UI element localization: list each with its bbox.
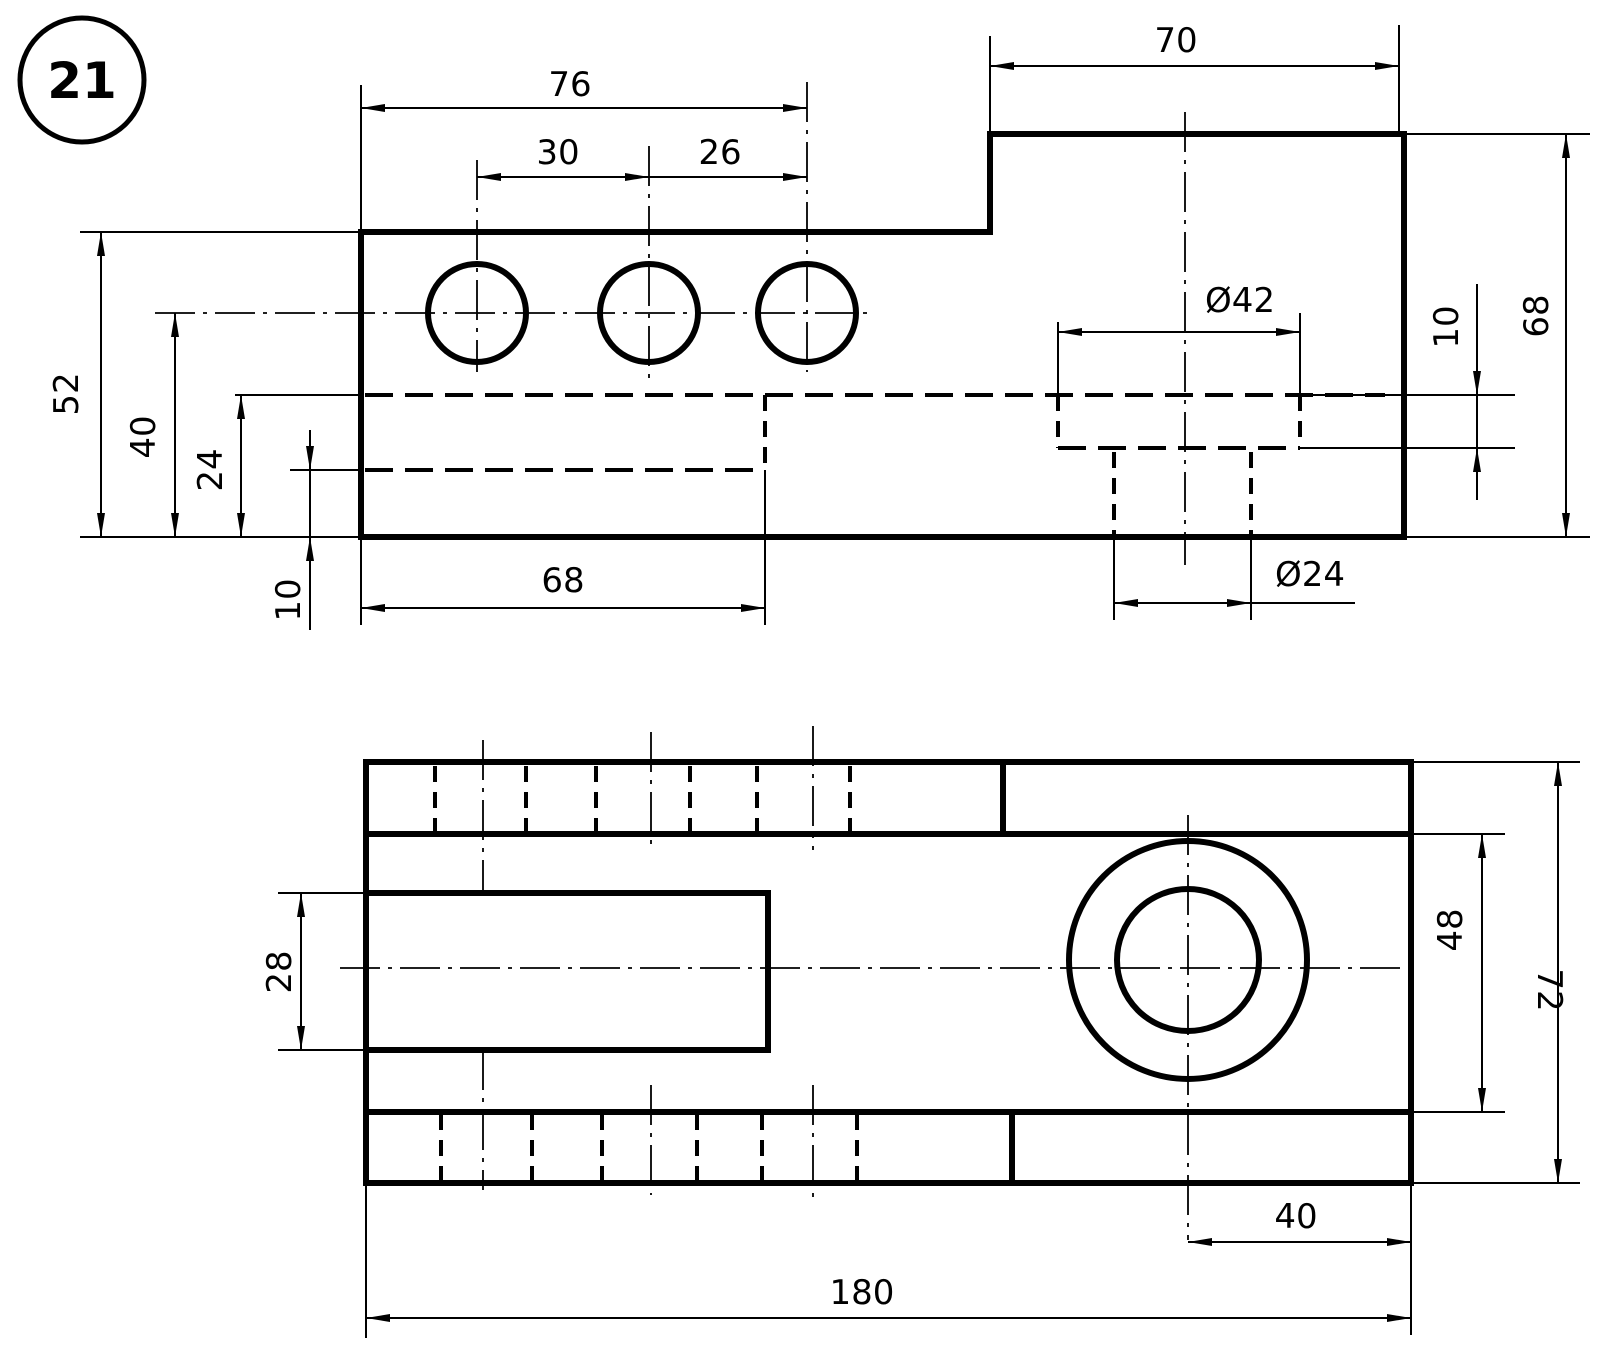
svg-text:52: 52	[47, 372, 87, 415]
dim-left-height: 52	[47, 232, 105, 537]
svg-text:24: 24	[191, 448, 231, 491]
dim-slot-width: 28	[260, 892, 366, 1051]
dim-overall-holes: 76	[360, 65, 807, 232]
dim-raised-width: 70	[989, 21, 1400, 134]
dim-inner-width: 48	[1411, 833, 1505, 1113]
top-view-outline	[363, 759, 1414, 1186]
front-view: 70 76 30 26 52 40	[47, 21, 1590, 630]
svg-text:Ø42: Ø42	[1205, 281, 1275, 321]
svg-text:180: 180	[830, 1273, 895, 1313]
svg-text:26: 26	[698, 133, 741, 173]
svg-text:28: 28	[260, 950, 300, 993]
dim-slot-height: 10	[269, 430, 314, 630]
top-view: 28 48 72 40 180	[260, 726, 1580, 1338]
dim-total-width: 72	[1411, 761, 1580, 1184]
svg-text:68: 68	[1517, 294, 1557, 337]
svg-text:72: 72	[1529, 968, 1569, 1011]
dim-bore-diameter: Ø24	[1113, 537, 1355, 620]
svg-text:48: 48	[1431, 908, 1471, 951]
figure-number-badge: 21	[17, 15, 147, 145]
dim-step-height: 24	[191, 395, 245, 537]
svg-text:40: 40	[124, 415, 164, 458]
dim-total-height: 68	[1404, 133, 1590, 538]
slot-outline	[363, 890, 771, 1053]
svg-text:10: 10	[269, 578, 309, 621]
dim-bore-offset: 40	[1188, 1183, 1412, 1335]
dim-total-length: 180	[365, 1183, 1411, 1338]
svg-text:40: 40	[1274, 1197, 1317, 1237]
svg-text:10: 10	[1427, 305, 1467, 348]
hidden-hole-projections-bottom	[439, 1114, 859, 1181]
svg-text:70: 70	[1154, 21, 1197, 61]
hidden-hole-projections-top	[433, 766, 852, 832]
figure-number: 21	[47, 52, 117, 110]
svg-text:76: 76	[548, 65, 591, 105]
dim-slot-depth: 68	[360, 470, 766, 625]
dim-hole-pitch: 30 26	[477, 133, 807, 181]
dim-hole-center-height: 40	[124, 313, 179, 537]
dim-counterbore-depth: 10	[1300, 284, 1515, 500]
svg-text:68: 68	[541, 561, 584, 601]
svg-text:Ø24: Ø24	[1275, 555, 1345, 595]
dim-counterbore-diameter: Ø42	[1057, 281, 1301, 395]
svg-text:30: 30	[536, 133, 579, 173]
